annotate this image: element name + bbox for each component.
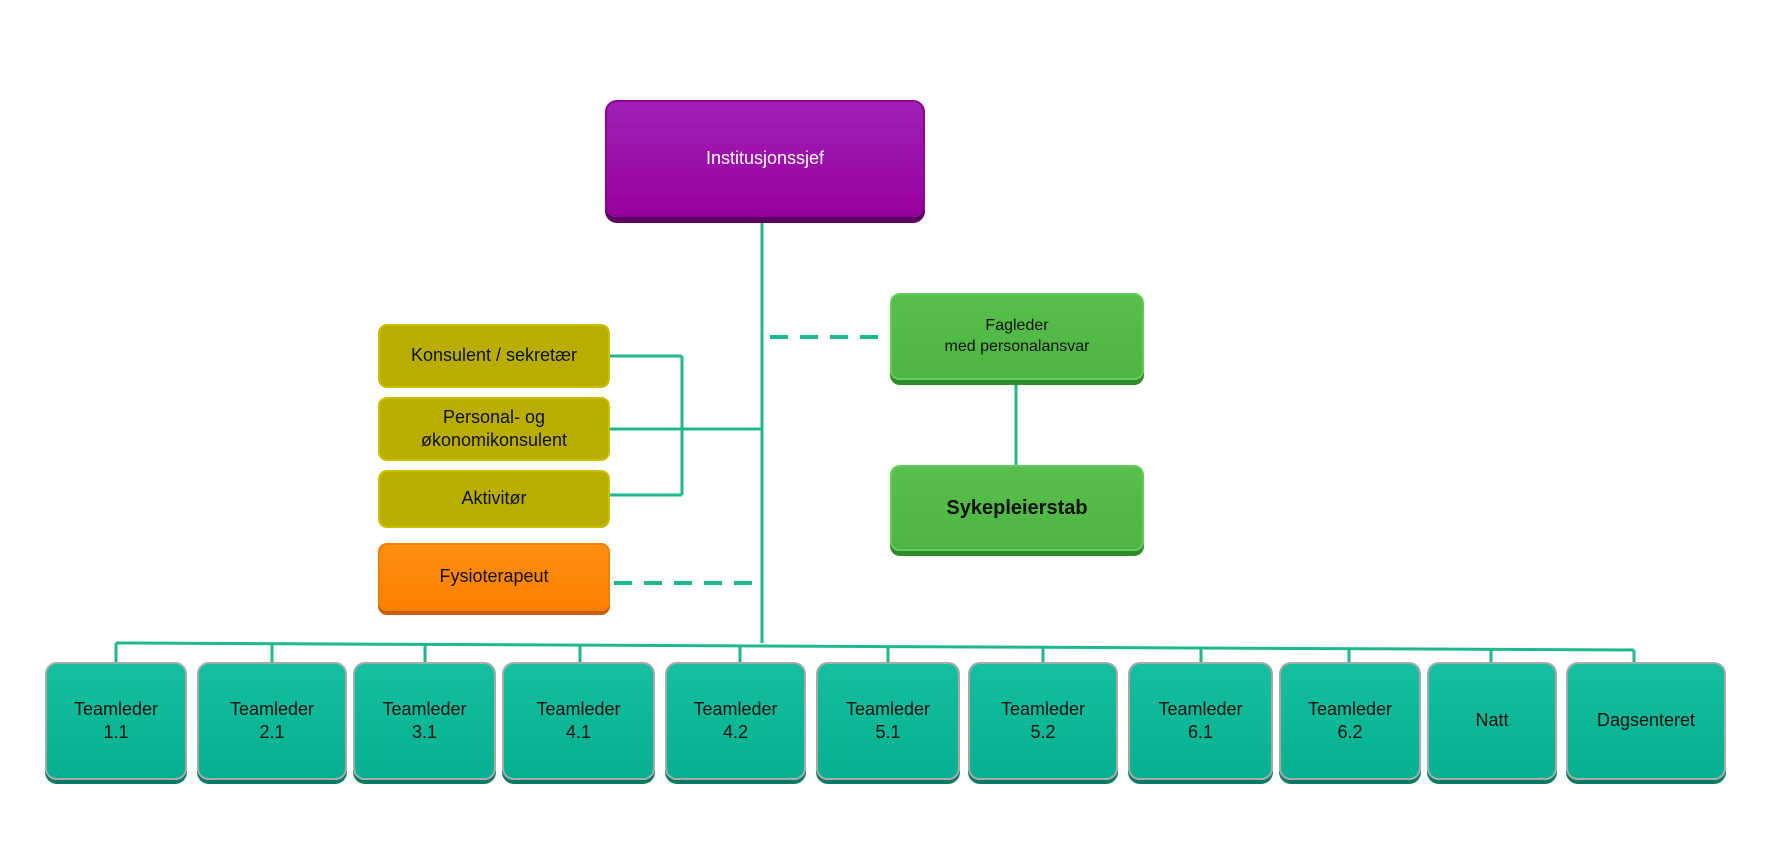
team-box-3-1: Teamleder 3.1 <box>353 662 496 780</box>
team-box-4-2: Teamleder 4.2 <box>665 662 806 780</box>
team-label-line1: Teamleder <box>229 698 315 719</box>
team-label-line2: 5.2 <box>1030 722 1056 742</box>
team-box-5-1: Teamleder 5.1 <box>816 662 960 780</box>
team-box-5-2: Teamleder 5.2 <box>968 662 1118 780</box>
team-box-1-1: Teamleder 1.1 <box>45 662 187 780</box>
team-box-6-1: Teamleder 6.1 <box>1128 662 1273 780</box>
team-label-line2: 2.1 <box>259 722 285 742</box>
konsulent-label: Konsulent / sekretær <box>410 345 578 366</box>
team-label-line2: 6.2 <box>1337 722 1363 742</box>
team-box-6-2: Teamleder 6.2 <box>1279 662 1421 780</box>
team-label-line2: 5.1 <box>875 722 901 742</box>
team-label-line1: Teamleder <box>1307 698 1393 719</box>
team-label-line2: 4.2 <box>722 722 749 742</box>
personal-label-line1: Personal- og <box>442 406 546 427</box>
team-box-natt: Natt <box>1427 662 1557 780</box>
fagleder-label-line1: Fagleder <box>985 316 1049 334</box>
team-label-line1: Teamleder <box>536 698 621 719</box>
team-label-line1: Teamleder <box>382 698 467 719</box>
aktivitor-label: Aktivitør <box>461 488 527 509</box>
fagleder-box: Fagleder med personalansvar <box>890 293 1144 380</box>
sykepleierstab-label: Sykepleierstab <box>946 497 1088 519</box>
team-label-line2: 4.1 <box>565 722 592 742</box>
team-box-dagsenteret: Dagsenteret <box>1566 662 1726 780</box>
personal-label-line2: økonomikonsulent <box>420 430 568 450</box>
team-label-line1: Teamleder <box>1000 698 1086 719</box>
personal-konsulent-box: Personal- og økonomikonsulent <box>378 397 610 461</box>
team-label-line1: Dagsenteret <box>1596 710 1696 731</box>
team-label-line1: Teamleder <box>1158 698 1243 719</box>
team-box-4-1: Teamleder 4.1 <box>502 662 655 780</box>
fagleder-label-line2: med personalansvar <box>944 337 1090 355</box>
aktivitor-box: Aktivitør <box>378 470 610 528</box>
konsulent-box: Konsulent / sekretær <box>378 324 610 388</box>
team-label-line1: Natt <box>1475 710 1509 731</box>
team-bar <box>115 641 1635 652</box>
fysioterapeut-label: Fysioterapeut <box>439 566 549 587</box>
team-label-line1: Teamleder <box>73 698 159 719</box>
team-label-line2: 1.1 <box>103 722 129 742</box>
team-box-2-1: Teamleder 2.1 <box>197 662 347 780</box>
institusjonssjef-box: Institusjonssjef <box>605 100 925 217</box>
fysioterapeut-box: Fysioterapeut <box>378 543 610 611</box>
sykepleierstab-box: Sykepleierstab <box>890 465 1144 551</box>
team-label-line2: 6.1 <box>1187 722 1214 742</box>
team-label-line1: Teamleder <box>693 698 778 719</box>
team-label-line1: Teamleder <box>845 698 931 719</box>
chief-label: Institusjonssjef <box>705 147 825 168</box>
team-label-line2: 3.1 <box>411 722 438 742</box>
